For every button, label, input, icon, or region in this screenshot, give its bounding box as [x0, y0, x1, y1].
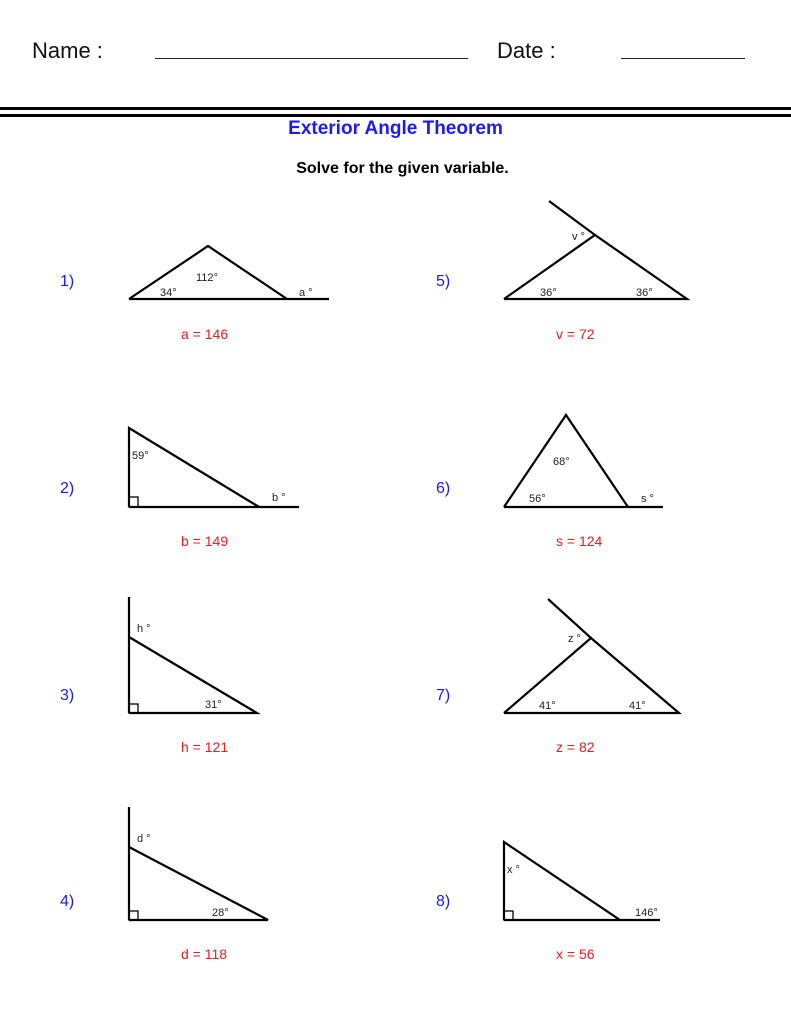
triangle-figure-3: [127, 597, 262, 715]
date-label: Date :: [497, 38, 556, 63]
answer-3: h = 121: [181, 739, 229, 755]
triangle-figure-2: [127, 426, 299, 509]
answer-1: a = 146: [181, 326, 229, 342]
angle-label-5a: 36°: [540, 287, 557, 299]
header-divider: [0, 107, 791, 117]
problem-number-2: 2): [60, 480, 75, 497]
problem-number-5: 5): [436, 273, 451, 290]
answer-7: z = 82: [556, 739, 595, 755]
angle-label-3a: 31°: [205, 699, 222, 711]
problem-number-4: 4): [60, 893, 75, 910]
angle-label-7a: 41°: [539, 700, 556, 712]
problem-number-8: 8): [436, 893, 451, 910]
name-field[interactable]: [155, 58, 468, 59]
name-label: Name :: [32, 38, 103, 63]
angle-label-6a: 56°: [529, 493, 546, 505]
triangle-figure-1: [128, 244, 329, 301]
problem-number-7: 7): [436, 687, 451, 704]
exterior-label-7: z °: [568, 633, 581, 645]
exterior-label-3: h °: [137, 623, 151, 635]
unknown-label-8: x °: [507, 864, 520, 876]
answer-8: x = 56: [556, 946, 595, 962]
exterior-label-1: a °: [299, 287, 313, 299]
answer-2: b = 149: [181, 533, 229, 549]
problem-number-1: 1): [60, 273, 75, 290]
triangle-figure-4: [127, 807, 269, 922]
exterior-label-6: s °: [641, 493, 654, 505]
answer-4: d = 118: [181, 946, 228, 962]
worksheet-title: Exterior Angle Theorem: [288, 118, 503, 139]
angle-label-2a: 59°: [132, 450, 149, 462]
triangle-figure-5: [503, 200, 691, 301]
angle-label-5b: 36°: [636, 287, 653, 299]
angle-label-1a: 34°: [160, 287, 177, 299]
exterior-label-4: d °: [137, 833, 151, 845]
angle-label-1b: 112°: [196, 272, 218, 284]
answer-6: s = 124: [556, 533, 603, 549]
instruction-text: Solve for the given variable.: [296, 160, 509, 177]
problem-number-6: 6): [436, 480, 451, 497]
triangle-figure-6: [503, 413, 663, 509]
problem-number-3: 3): [60, 687, 75, 704]
triangle-figure-7: [503, 598, 682, 715]
answer-5: v = 72: [556, 326, 595, 342]
date-field[interactable]: [621, 58, 745, 59]
angle-label-6b: 68°: [553, 456, 570, 468]
angle-label-7b: 41°: [629, 700, 646, 712]
exterior-label-5: v °: [572, 231, 585, 243]
angle-label-4a: 28°: [212, 907, 229, 919]
triangle-figure-8: [502, 839, 660, 922]
exterior-label-2: b °: [272, 492, 286, 504]
exterior-label-8: 146°: [635, 907, 658, 919]
